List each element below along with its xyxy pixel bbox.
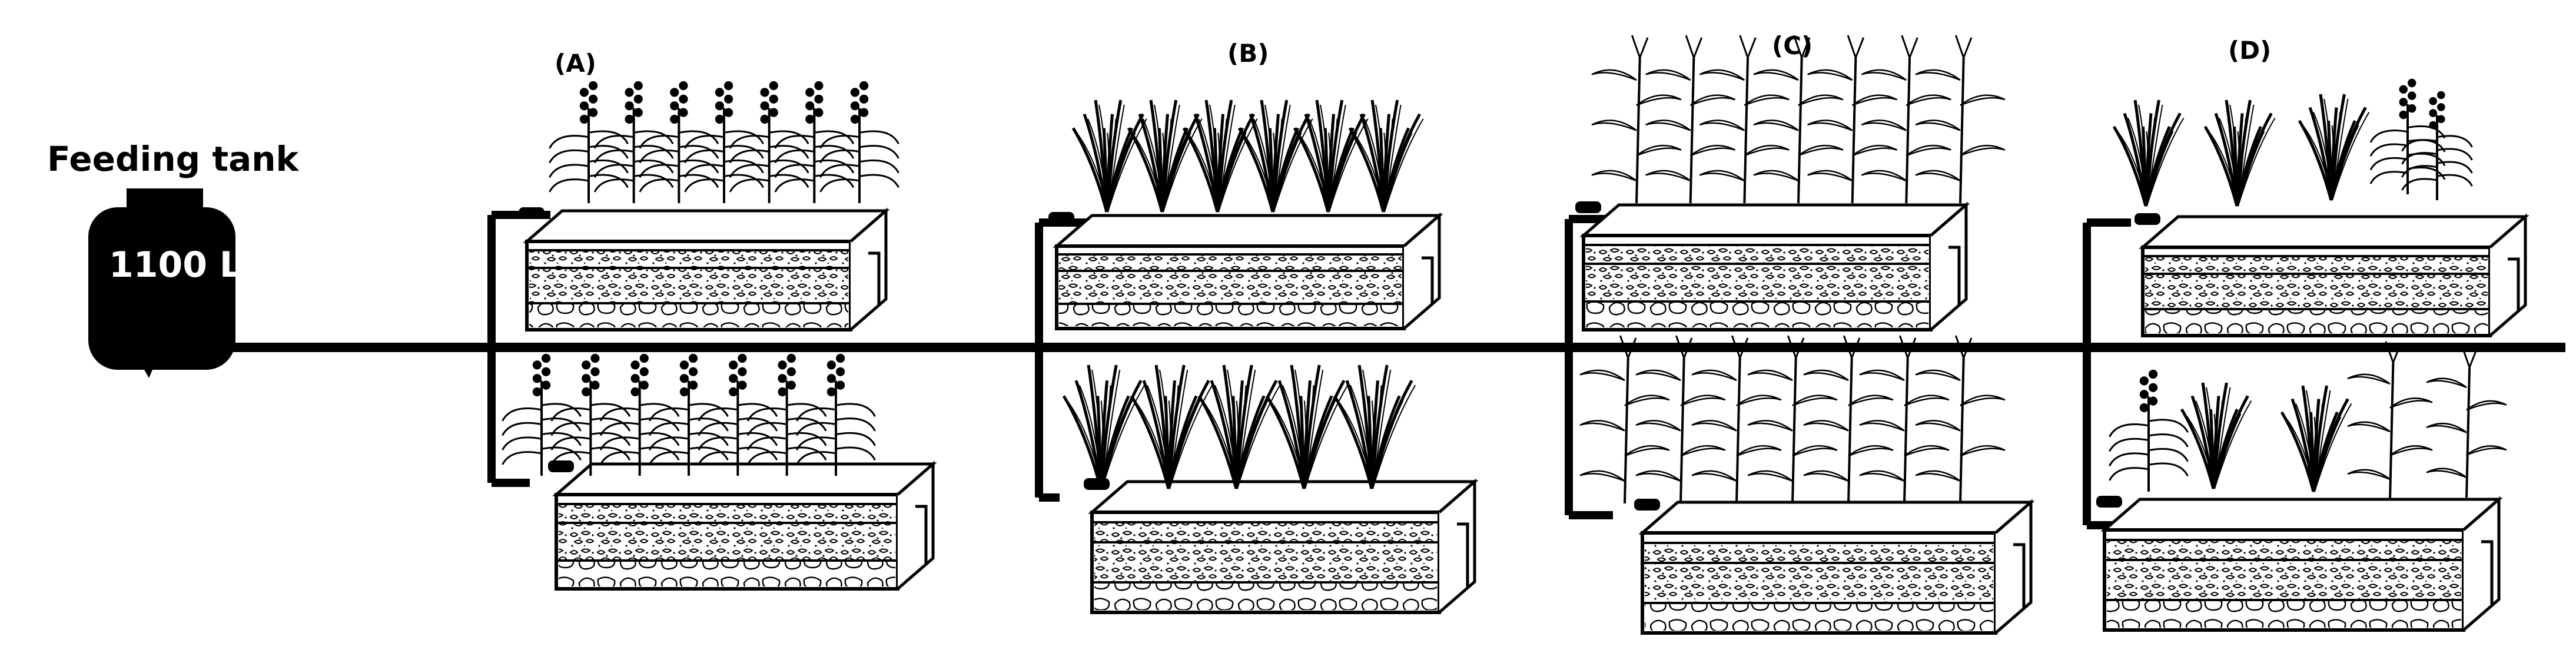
plant-flowering xyxy=(2369,78,2446,194)
plant-maize xyxy=(1645,35,1736,204)
plant-flowering xyxy=(599,353,680,476)
plant-maize xyxy=(1591,35,1682,204)
plant-flowering xyxy=(698,353,778,476)
plant-grass xyxy=(2203,100,2276,207)
unit-label-a: (A) xyxy=(555,49,596,78)
plant-maize xyxy=(1753,35,1844,204)
plant-flowering xyxy=(819,81,899,203)
plant-flowering xyxy=(2401,91,2473,200)
plant-flowering xyxy=(684,81,764,203)
plant-grass xyxy=(2280,385,2352,492)
plant-flowering xyxy=(2109,369,2189,492)
unit-label-b: (B) xyxy=(1227,39,1269,68)
plant-grass xyxy=(1127,100,1203,213)
branch-pipes xyxy=(487,211,2131,529)
wetland-bed-c-upper xyxy=(1575,201,1970,332)
plant-flowering xyxy=(729,81,809,203)
plant-drawings xyxy=(502,35,2507,504)
plant-grass xyxy=(2112,100,2185,207)
wetland-bed-a-upper xyxy=(519,207,890,332)
plant-flowering xyxy=(593,81,674,203)
plant-grass xyxy=(1348,100,1424,213)
plant-grass xyxy=(1237,100,1313,213)
plant-maize xyxy=(1859,335,1950,504)
plant-flowering xyxy=(746,353,827,476)
plant-flowering xyxy=(796,353,876,476)
plant-grass xyxy=(1182,100,1258,213)
plant-flowering xyxy=(639,81,719,203)
plant-maize xyxy=(1803,335,1894,504)
tank-title: Feeding tank xyxy=(47,139,299,179)
wetland-bed-a-lower xyxy=(548,460,937,591)
plant-grass xyxy=(2298,94,2370,201)
plant-maize xyxy=(1691,335,1782,504)
plant-maize xyxy=(1915,335,2006,504)
plant-maize xyxy=(1635,335,1726,504)
plant-grass xyxy=(2180,382,2252,489)
plant-flowering xyxy=(549,81,629,203)
plant-grass xyxy=(1293,100,1369,213)
plant-maize xyxy=(1861,35,1951,204)
plant-maize xyxy=(2426,347,2507,498)
unit-label-d: (D) xyxy=(2228,36,2271,65)
wetland-bed-d-upper xyxy=(2135,213,2529,337)
plant-maize xyxy=(1807,35,1898,204)
plant-grass xyxy=(1130,364,1213,489)
plant-flowering xyxy=(774,81,855,203)
wetland-bed-b-lower xyxy=(1084,478,1479,614)
tank-capacity: 1100 L xyxy=(109,244,242,286)
plant-grass xyxy=(1062,364,1146,489)
plant-grass xyxy=(1333,364,1416,489)
wetland-bed-c-lower xyxy=(1634,499,2035,635)
plant-maize xyxy=(2347,341,2433,501)
wetland-bed-b-upper xyxy=(1048,212,1443,330)
plant-grass xyxy=(1197,364,1281,489)
plant-maize xyxy=(1747,335,1838,504)
plant-maize xyxy=(1915,35,2006,204)
plant-maize xyxy=(1579,335,1670,504)
plant-grass xyxy=(1265,364,1349,489)
wetland-bed-d-lower xyxy=(2096,496,2503,632)
feeding-tank: Feeding tank 1100 L xyxy=(47,139,299,378)
wetland-beds xyxy=(487,201,2529,635)
plant-flowering xyxy=(550,353,631,476)
plant-flowering xyxy=(649,353,729,476)
plant-grass xyxy=(1071,100,1147,213)
plant-flowering xyxy=(502,353,582,476)
plant-maize xyxy=(1699,35,1790,204)
